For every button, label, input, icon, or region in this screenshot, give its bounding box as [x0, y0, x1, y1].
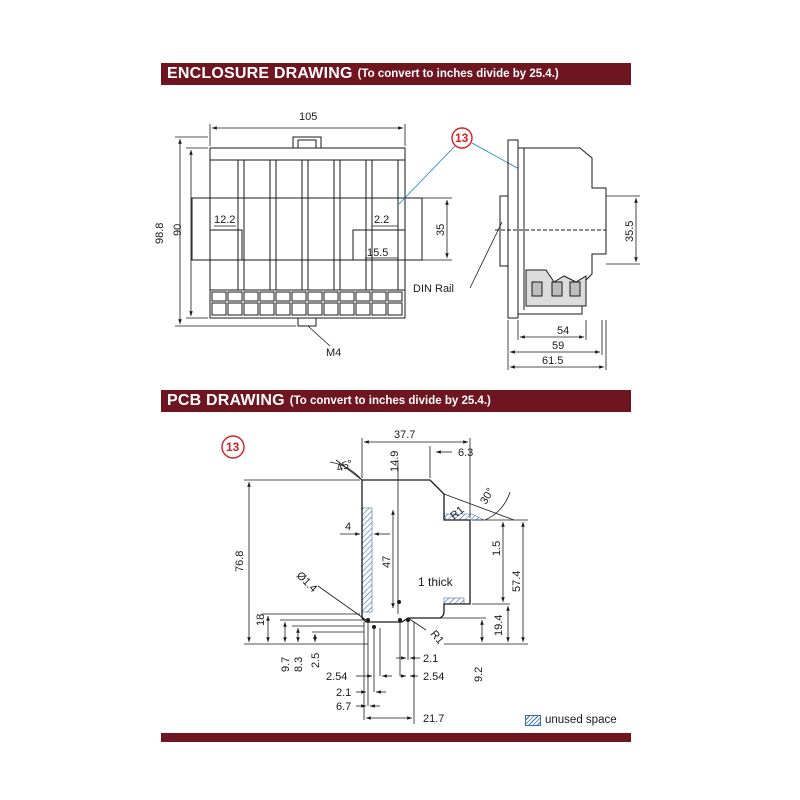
dim-105: 105 [299, 111, 317, 123]
side-dimension-lines [469, 195, 640, 370]
dim-6-7: 6.7 [336, 701, 351, 713]
radius-bottom: R1 [428, 628, 446, 646]
pcb-title: PCB DRAWING [167, 392, 285, 409]
enclosure-dimension-lines [175, 124, 452, 347]
dim-1-5: 1.5 [491, 541, 503, 556]
dim-61-5: 61.5 [542, 355, 563, 367]
bottom-bar [161, 733, 631, 742]
dim-18: 18 [255, 614, 267, 626]
dim-9-2: 9.2 [473, 667, 485, 682]
hatch-swatch-icon [525, 714, 541, 726]
dim-2-5: 2.5 [310, 653, 322, 668]
dim-2-54-right: 2.54 [423, 671, 444, 683]
dim-19-4: 19.4 [493, 615, 505, 636]
dim-8-3: 8.3 [293, 657, 305, 672]
dim-90: 90 [172, 224, 184, 236]
dim-98-8: 98.8 [154, 223, 166, 244]
enclosure-subtitle: (To convert to inches divide by 25.4.) [357, 68, 559, 80]
dim-6-3: 6.3 [458, 447, 473, 459]
dim-76-8: 76.8 [234, 551, 246, 572]
dim-hole: Ø1.4 [294, 570, 319, 595]
dim-37-7: 37.7 [394, 429, 415, 441]
pcb-thickness: 1 thick [418, 575, 454, 589]
dim-2-1-top: 2.1 [423, 653, 438, 665]
dim-21-7: 21.7 [423, 713, 444, 725]
pcb-holes [366, 600, 410, 629]
legend-label: unused space [545, 714, 617, 726]
pcb-outline [361, 479, 471, 623]
enclosure-title: ENCLOSURE DRAWING [167, 65, 353, 82]
dim-57-4: 57.4 [511, 571, 523, 592]
dim-54: 54 [557, 325, 569, 337]
dim-4: 4 [345, 521, 351, 533]
dim-9-7: 9.7 [280, 657, 292, 672]
pcb-callout: 13 [221, 435, 245, 459]
din-rail-label: DIN Rail [413, 283, 454, 295]
dim-2-2: 2.2 [374, 214, 389, 226]
pcb-banner: PCB DRAWING (To convert to inches divide… [161, 390, 631, 412]
dim-2-1-bottom: 2.1 [336, 687, 351, 699]
dim-47: 47 [381, 556, 393, 568]
callout-13-enclosure: 13 [455, 131, 469, 145]
enclosure-side-view [495, 139, 607, 319]
angle-45: 45° [335, 458, 355, 475]
enclosure-labels: 105 98.8 90 12.2 2.2 15.5 35 M4 13 DIN R… [154, 111, 636, 367]
dim-59: 59 [552, 340, 564, 352]
pcb-dimension-lines [244, 438, 528, 724]
dim-35-5: 35.5 [624, 221, 636, 242]
dim-35: 35 [435, 224, 447, 236]
dim-15-5: 15.5 [367, 247, 388, 259]
dim-m4: M4 [326, 347, 341, 359]
dim-2-54-left: 2.54 [326, 671, 347, 683]
unused-space-legend: unused space [525, 714, 617, 726]
dim-12-2: 12.2 [214, 214, 235, 226]
pcb-subtitle: (To convert to inches divide by 25.4.) [289, 395, 491, 407]
enclosure-terminals [211, 291, 403, 327]
pcb-labels: 37.7 6.3 14.9 45° 30° R1 4 76.8 47 Ø1.4 … [234, 429, 523, 725]
enclosure-fins [237, 160, 399, 290]
enclosure-banner: ENCLOSURE DRAWING (To convert to inches … [161, 63, 631, 85]
callout-13-pcb: 13 [226, 440, 240, 454]
dim-14-9: 14.9 [389, 451, 401, 472]
angle-30: 30° [478, 486, 497, 506]
enclosure-front-view [191, 136, 423, 319]
